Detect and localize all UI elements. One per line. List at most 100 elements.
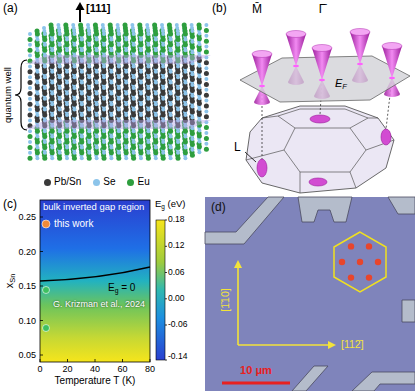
atom: [72, 32, 76, 36]
atom: [109, 42, 114, 47]
atom: [204, 142, 208, 146]
atom: [80, 70, 84, 74]
atom: [131, 91, 136, 96]
atom: [50, 129, 55, 134]
atom: [94, 64, 99, 69]
atom: [28, 102, 33, 107]
atom: [168, 75, 173, 80]
atom: [79, 107, 84, 112]
atom: [154, 113, 158, 117]
atom: [190, 94, 194, 98]
crystal-slab: [25, 23, 211, 161]
atom: [102, 80, 107, 85]
atom: [80, 37, 84, 41]
atom: [28, 108, 32, 112]
atom: [132, 108, 136, 112]
atom: [102, 48, 107, 53]
atom: [146, 37, 151, 42]
atom: [95, 113, 99, 117]
atom: [176, 80, 181, 85]
atom: [169, 70, 173, 74]
atom: [183, 91, 187, 95]
atom: [65, 48, 69, 52]
atom: [197, 75, 201, 79]
atom: [124, 64, 129, 69]
atom: [190, 29, 194, 33]
atom: [87, 113, 92, 118]
atom: [197, 36, 202, 41]
atom: [79, 129, 84, 134]
atom: [65, 42, 70, 47]
atom: [43, 64, 47, 68]
atom: [146, 86, 150, 90]
atom: [183, 96, 188, 101]
atom: [43, 32, 47, 36]
atom: [65, 75, 70, 80]
atom: [35, 129, 40, 134]
atom: [153, 32, 158, 37]
atom: [190, 142, 195, 147]
atom: [176, 113, 181, 118]
atom: [204, 147, 209, 152]
atom: [28, 75, 32, 79]
atom: [204, 34, 208, 38]
atom: [50, 107, 55, 112]
atom: [183, 48, 187, 52]
atom: [139, 91, 143, 95]
atom: [132, 86, 136, 90]
atom: [139, 81, 143, 85]
atom: [28, 113, 33, 118]
atom: [197, 90, 202, 95]
atom: [72, 113, 77, 118]
atom: [161, 108, 165, 112]
atom: [102, 64, 106, 68]
atom: [50, 86, 55, 91]
atom: [94, 75, 99, 80]
atom: [50, 32, 55, 37]
atom: [28, 69, 33, 74]
atom: [102, 97, 106, 101]
atom: [161, 37, 166, 42]
atom: [190, 51, 194, 55]
atom: [116, 91, 121, 96]
atom: [35, 64, 40, 69]
atom: [161, 102, 166, 107]
atom: [131, 102, 136, 107]
atom: [28, 64, 32, 68]
atom: [65, 70, 69, 74]
atom: [28, 32, 32, 36]
atom: [190, 45, 195, 50]
atom: [131, 48, 136, 53]
atom: [57, 48, 62, 53]
atom: [169, 48, 173, 52]
atom: [176, 69, 181, 74]
atom: [87, 48, 92, 53]
atom: [176, 91, 181, 96]
atom: [204, 104, 209, 109]
atom: [139, 48, 143, 52]
atom: [204, 131, 208, 135]
atom: [57, 80, 62, 85]
atom: [72, 86, 76, 90]
atom: [154, 91, 158, 95]
atom: [183, 107, 188, 112]
atom: [197, 129, 201, 133]
atom: [35, 113, 39, 117]
atom: [168, 64, 173, 69]
atom: [168, 32, 173, 37]
atom: [204, 136, 209, 141]
atom: [65, 129, 70, 134]
atom: [80, 81, 84, 85]
atom: [190, 153, 195, 158]
atom: [124, 37, 128, 41]
atom: [204, 60, 209, 65]
atom: [87, 32, 91, 36]
atom: [124, 48, 128, 52]
atom: [43, 86, 47, 90]
atom: [146, 64, 150, 68]
atom: [94, 96, 99, 101]
atom: [183, 32, 188, 37]
atom: [124, 81, 128, 85]
atom: [87, 129, 91, 133]
atom: [80, 102, 84, 106]
